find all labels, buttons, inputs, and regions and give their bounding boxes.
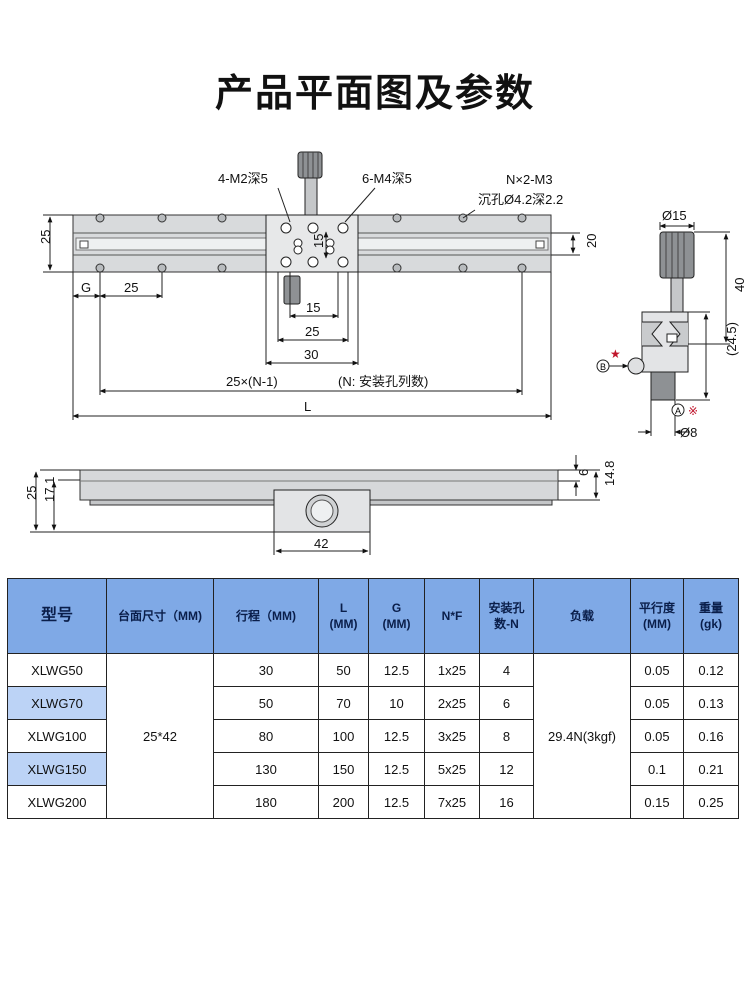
- page-title: 产品平面图及参数: [214, 71, 535, 115]
- rail-holes-top: [95, 213, 527, 273]
- cell-length: 70: [318, 686, 369, 720]
- cell-g: 12.5: [368, 752, 425, 786]
- th-hole-count: 安装孔 数-N: [479, 578, 534, 654]
- star-mark: ★: [610, 347, 621, 361]
- th-table-size: 台面尺寸（MM): [106, 578, 214, 654]
- th-length: L (MM): [318, 578, 369, 654]
- cell-length: 150: [318, 752, 369, 786]
- dim-20-right: 20: [584, 234, 599, 248]
- cell-stroke: 50: [213, 686, 319, 720]
- th-parallelism: 平行度 (MM): [630, 578, 684, 654]
- table-row: XLWG70 50 70 10 2x25 6 0.05 0.13: [7, 686, 739, 720]
- cell-load: 29.4N(3kgf): [533, 653, 631, 819]
- cell-g: 12.5: [368, 785, 425, 819]
- cell-g: 10: [368, 686, 425, 720]
- label-m3-holes: N×2-M3: [506, 172, 553, 187]
- cell-model: XLWG70: [7, 686, 107, 720]
- cell-parallelism: 0.05: [630, 719, 684, 753]
- cell-weight: 0.21: [683, 752, 739, 786]
- side-dim-14-8: 14.8: [602, 461, 617, 486]
- cell-nf: 1x25: [424, 653, 480, 687]
- table-row: XLWG200 180 200 12.5 7x25 16 0.15 0.25: [7, 785, 739, 819]
- cell-model: XLWG50: [7, 653, 107, 687]
- dim-15: 15: [306, 300, 320, 315]
- cell-stroke: 30: [213, 653, 319, 687]
- cell-model: XLWG150: [7, 752, 107, 786]
- cell-nf: 2x25: [424, 686, 480, 720]
- cell-weight: 0.16: [683, 719, 739, 753]
- cell-hole-count: 4: [479, 653, 534, 687]
- dim-pitch-note: (N: 安装孔列数): [338, 374, 428, 389]
- cell-nf: 7x25: [424, 785, 480, 819]
- cell-nf: 5x25: [424, 752, 480, 786]
- cell-stroke: 130: [213, 752, 319, 786]
- dim-25-left: 25: [38, 230, 53, 244]
- side-dim-25: 25: [24, 486, 39, 500]
- cell-parallelism: 0.1: [630, 752, 684, 786]
- th-load: 负载: [533, 578, 631, 654]
- dim-length-l: L: [304, 399, 311, 414]
- label-counterbore: 沉孔Ø4.2深2.2: [478, 192, 563, 207]
- th-stroke: 行程（MM): [213, 578, 319, 654]
- cell-weight: 0.12: [683, 653, 739, 687]
- cell-parallelism: 0.05: [630, 653, 684, 687]
- label-m4-holes: 6-M4深5: [362, 171, 412, 186]
- datum-b: B: [600, 362, 606, 372]
- technical-drawing: 4-M2深5 6-M4深5 N×2-M3 沉孔Ø4.2深2.2 25 20 15…: [24, 151, 747, 555]
- cell-model: XLWG200: [7, 785, 107, 819]
- cell-parallelism: 0.05: [630, 686, 684, 720]
- dim-40: 40: [732, 278, 747, 292]
- side-dim-42: 42: [314, 536, 328, 551]
- profile-view: [596, 222, 730, 436]
- lock-screw: [283, 275, 301, 305]
- th-model: 型号: [7, 578, 107, 654]
- th-g: G (MM): [368, 578, 425, 654]
- th-nf: N*F: [424, 578, 480, 654]
- cell-length: 200: [318, 785, 369, 819]
- dim-pitch-formula: 25×(N-1): [226, 374, 278, 389]
- cell-nf: 3x25: [424, 719, 480, 753]
- dim-dia8: Ø8: [680, 425, 697, 440]
- dim-dia15: Ø15: [662, 208, 687, 223]
- cell-parallelism: 0.15: [630, 785, 684, 819]
- th-weight: 重量 (gk): [683, 578, 739, 654]
- table-row: XLWG150 130 150 12.5 5x25 12 0.1 0.21: [7, 752, 739, 786]
- cell-stroke: 180: [213, 785, 319, 819]
- spec-table: 型号 台面尺寸（MM) 行程（MM) L (MM) G (MM) N*F 安装孔…: [7, 578, 739, 819]
- cell-table-size: 25*42: [106, 653, 214, 819]
- cell-hole-count: 16: [479, 785, 534, 819]
- cell-weight: 0.25: [683, 785, 739, 819]
- cell-hole-count: 8: [479, 719, 534, 753]
- label-m2-holes: 4-M2深5: [218, 171, 268, 186]
- dim-25: 25: [305, 324, 319, 339]
- lock-screw-profile: [650, 371, 676, 401]
- cell-stroke: 80: [213, 719, 319, 753]
- dim-30: 30: [304, 347, 318, 362]
- cell-model: XLWG100: [7, 719, 107, 753]
- dim-24-5: (24.5): [724, 322, 739, 356]
- dim-25-pitch: 25: [124, 280, 138, 295]
- cell-g: 12.5: [368, 719, 425, 753]
- cell-g: 12.5: [368, 653, 425, 687]
- top-view: [43, 151, 580, 420]
- datum-a: A: [675, 406, 681, 416]
- cell-length: 50: [318, 653, 369, 687]
- cell-length: 100: [318, 719, 369, 753]
- cell-hole-count: 6: [479, 686, 534, 720]
- cell-hole-count: 12: [479, 752, 534, 786]
- table-row: XLWG100 80 100 12.5 3x25 8 0.05 0.16: [7, 719, 739, 753]
- label-g: G: [81, 280, 91, 295]
- ref-mark: ※: [688, 404, 698, 418]
- front-view: [30, 455, 600, 555]
- table-header-row: 型号 台面尺寸（MM) 行程（MM) L (MM) G (MM) N*F 安装孔…: [7, 578, 739, 654]
- table-row: XLWG50 25*42 30 50 12.5 1x25 4 29.4N(3kg…: [7, 653, 739, 819]
- side-dim-17-1: 17.1: [42, 477, 57, 502]
- side-dim-6: 6: [576, 469, 591, 476]
- dim-15-vertical: 15: [311, 234, 326, 248]
- cell-weight: 0.13: [683, 686, 739, 720]
